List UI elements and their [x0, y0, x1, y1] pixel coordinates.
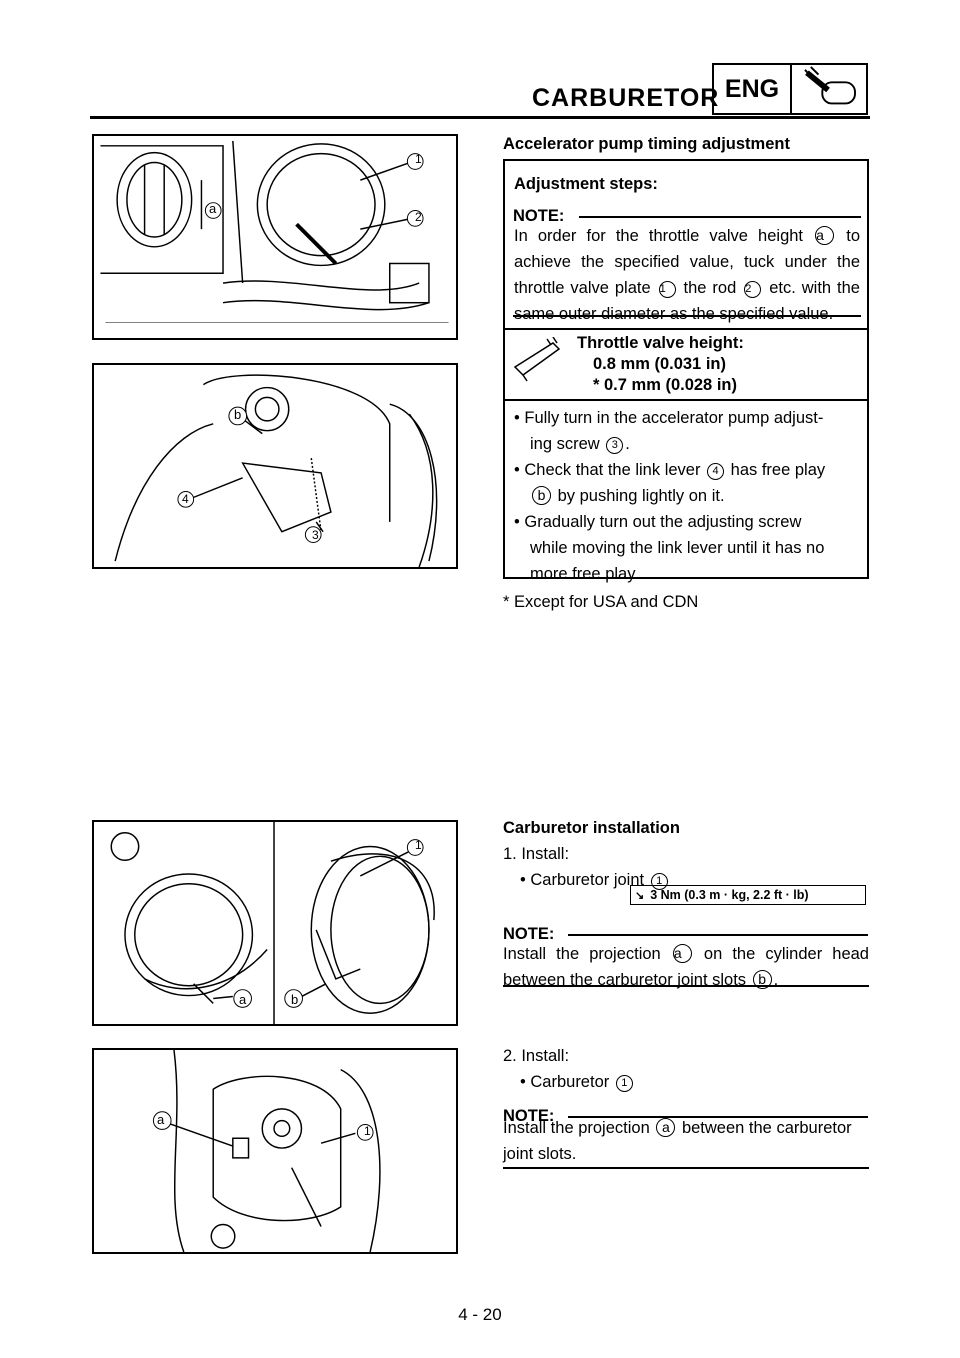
wrench-tool-icon: [792, 63, 868, 115]
box-divider: [505, 328, 867, 330]
note-rule-3: [568, 1116, 868, 1118]
install-step-2-label: 2. Install:: [503, 1047, 570, 1065]
note-rule: [579, 216, 861, 218]
step-3-cont: while moving the link lever until it has…: [530, 539, 825, 557]
caliper-icon: [513, 336, 563, 383]
page-title: CARBURETOR: [532, 84, 720, 112]
note-text-2: Install the projection a on the cylinder…: [503, 944, 869, 989]
header-rule: [90, 116, 870, 119]
adjustment-step-list: • Fully turn in the accelerator pump adj…: [514, 405, 860, 587]
callout-1-joint: 1: [415, 838, 422, 852]
page-number: 4 - 20: [458, 1305, 502, 1324]
callout-2: 2: [415, 210, 422, 224]
note-rule-2: [568, 934, 868, 936]
footnote: * Except for USA and CDN: [503, 593, 699, 611]
step-2: • Check that the link lever 4 has free p…: [514, 461, 826, 480]
note-label-3: NOTE:: [503, 1107, 555, 1125]
note-end-rule-2: [503, 985, 869, 987]
step-3: • Gradually turn out the adjusting screw: [514, 513, 802, 531]
box-divider-2: [505, 399, 867, 401]
section-heading-carburetor-installation: Carburetor installation: [503, 819, 680, 837]
step-1-cont: ing screw 3.: [530, 435, 630, 454]
step-2-cont: b by pushing lightly on it.: [514, 483, 860, 509]
photo-carburetor: a 1: [92, 1048, 458, 1254]
install-step-1-label: 1. Install:: [503, 845, 570, 863]
torque-wrench-icon: ↘: [635, 889, 645, 902]
torque-spec: ↘ 3 Nm (0.3 m · kg, 2.2 ft · lb): [630, 885, 866, 905]
callout-a: a: [209, 201, 217, 216]
callout-a-joint: a: [239, 992, 247, 1007]
callout-4: 4: [182, 492, 189, 506]
callout-1-carb: 1: [364, 1124, 371, 1138]
section-heading-pump-timing: Accelerator pump timing adjustment: [503, 135, 790, 153]
adjustment-steps-heading: Adjustment steps:: [514, 175, 658, 193]
spec-label: Throttle valve height:: [577, 334, 744, 352]
callout-b: b: [234, 407, 242, 422]
note-text: In order for the throttle valve height a…: [514, 226, 860, 323]
callout-3: 3: [312, 528, 319, 542]
note-end-rule: [513, 315, 861, 317]
adjustment-steps-box: Adjustment steps: NOTE: In order for the…: [503, 159, 869, 583]
callout-b-joint: b: [291, 992, 299, 1007]
step-3-cont-2: more free play.: [530, 565, 639, 583]
note-label-2: NOTE:: [503, 925, 555, 943]
install-step-1-item: • Carburetor joint 1: [520, 867, 670, 893]
photo-accelerator-pump: b 4 3: [92, 363, 458, 569]
photo-carburetor-joint: 1 a b: [92, 820, 458, 1026]
note-end-rule-3: [503, 1167, 869, 1169]
step-1: • Fully turn in the accelerator pump adj…: [514, 409, 824, 427]
callout-1: 1: [415, 152, 422, 166]
spec-value-2: * 0.7 mm (0.028 in): [593, 376, 737, 394]
spec-value-1: 0.8 mm (0.031 in): [593, 355, 726, 373]
callout-a-carb: a: [157, 1112, 165, 1127]
note-label: NOTE:: [513, 207, 565, 225]
photo-throttle-valve: 1 2 a: [92, 134, 458, 340]
spec-block: Throttle valve height: 0.8 mm (0.031 in)…: [577, 333, 744, 396]
torque-value: 3 Nm (0.3 m · kg, 2.2 ft · lb): [650, 888, 809, 902]
install-step-2-item: • Carburetor 1: [520, 1069, 635, 1095]
eng-badge: ENG: [712, 63, 792, 115]
note-text-3: Install the projection a between the car…: [503, 1118, 852, 1163]
